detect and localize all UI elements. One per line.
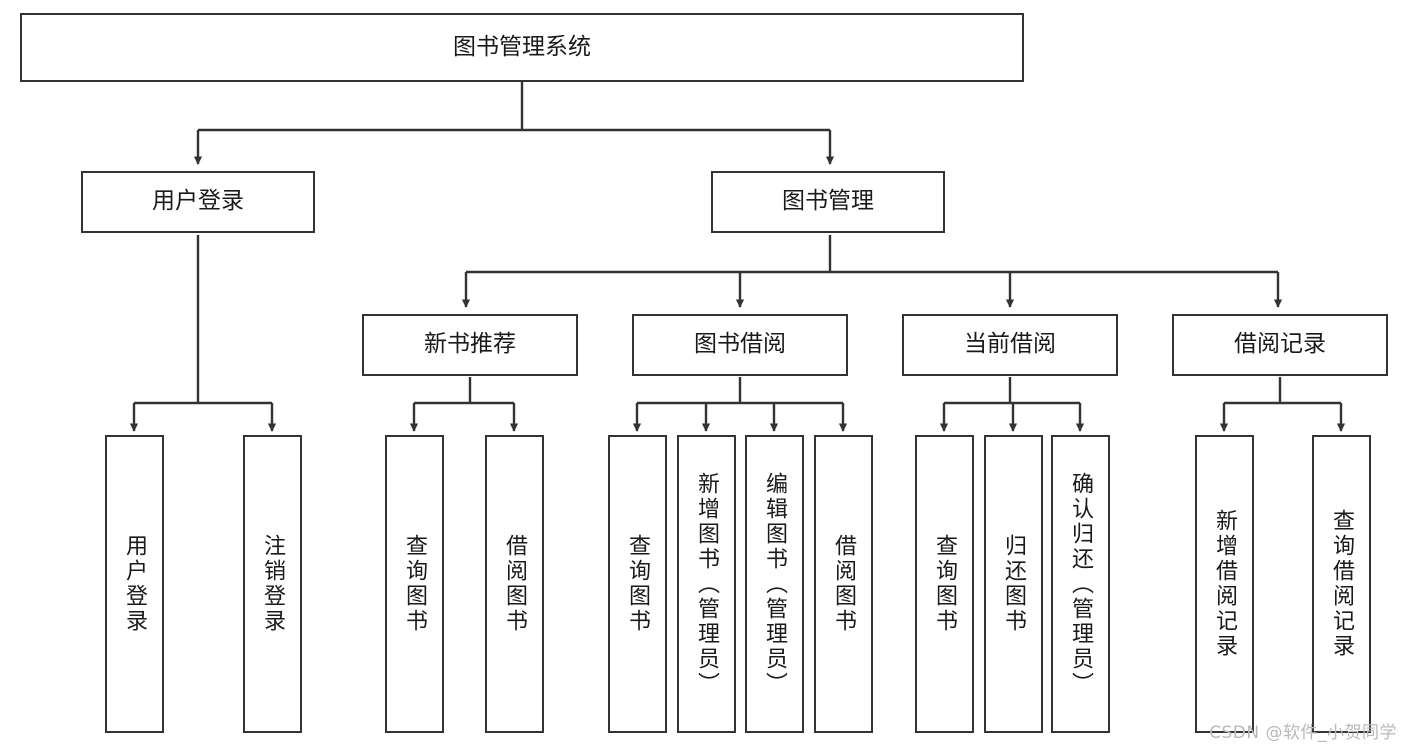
leaf-edit-book[interactable]: 编辑图书（管理员） bbox=[745, 435, 804, 733]
leaf-query-book-1[interactable]: 查询图书 bbox=[385, 435, 444, 733]
node-label: 图书借阅 bbox=[694, 331, 786, 358]
node-user-login[interactable]: 用户登录 bbox=[81, 171, 315, 233]
node-label: 新增借阅记录 bbox=[1212, 509, 1238, 659]
leaf-query-book-3[interactable]: 查询图书 bbox=[915, 435, 974, 733]
node-label: 查询图书 bbox=[932, 534, 958, 634]
leaf-add-record[interactable]: 新增借阅记录 bbox=[1195, 435, 1254, 733]
node-label: 编辑图书（管理员） bbox=[762, 471, 788, 697]
node-label: 查询图书 bbox=[402, 534, 428, 634]
node-label: 借阅记录 bbox=[1234, 331, 1326, 358]
node-label: 图书管理 bbox=[782, 188, 874, 215]
node-label: 新书推荐 bbox=[424, 331, 516, 358]
node-book-borrow[interactable]: 图书借阅 bbox=[632, 314, 848, 376]
leaf-return-book[interactable]: 归还图书 bbox=[984, 435, 1043, 733]
node-label: 图书管理系统 bbox=[453, 33, 591, 60]
node-label: 注销登录 bbox=[260, 534, 286, 634]
node-label: 新增图书（管理员） bbox=[694, 471, 720, 697]
leaf-add-book[interactable]: 新增图书（管理员） bbox=[677, 435, 736, 733]
node-label: 确认归还（管理员） bbox=[1068, 471, 1094, 697]
node-borrow-record[interactable]: 借阅记录 bbox=[1172, 314, 1388, 376]
node-book-manage[interactable]: 图书管理 bbox=[711, 171, 945, 233]
leaf-borrow-book-1[interactable]: 借阅图书 bbox=[485, 435, 544, 733]
node-new-book-rec[interactable]: 新书推荐 bbox=[362, 314, 578, 376]
leaf-logout[interactable]: 注销登录 bbox=[243, 435, 302, 733]
leaf-user-login[interactable]: 用户登录 bbox=[105, 435, 164, 733]
node-label: 借阅图书 bbox=[831, 534, 857, 634]
leaf-query-record[interactable]: 查询借阅记录 bbox=[1312, 435, 1371, 733]
leaf-query-book-2[interactable]: 查询图书 bbox=[608, 435, 667, 733]
node-label: 查询借阅记录 bbox=[1329, 509, 1355, 659]
node-label: 归还图书 bbox=[1001, 534, 1027, 634]
node-current-borrow[interactable]: 当前借阅 bbox=[902, 314, 1118, 376]
leaf-confirm-return[interactable]: 确认归还（管理员） bbox=[1051, 435, 1110, 733]
node-label: 借阅图书 bbox=[502, 534, 528, 634]
leaf-borrow-book-2[interactable]: 借阅图书 bbox=[814, 435, 873, 733]
node-label: 用户登录 bbox=[152, 188, 244, 215]
node-label: 用户登录 bbox=[122, 534, 148, 634]
node-root-system[interactable]: 图书管理系统 bbox=[20, 13, 1024, 82]
node-label: 查询图书 bbox=[625, 534, 651, 634]
csdn-watermark: CSDN @软件_小贺同学 bbox=[1209, 723, 1397, 743]
node-label: 当前借阅 bbox=[964, 331, 1056, 358]
